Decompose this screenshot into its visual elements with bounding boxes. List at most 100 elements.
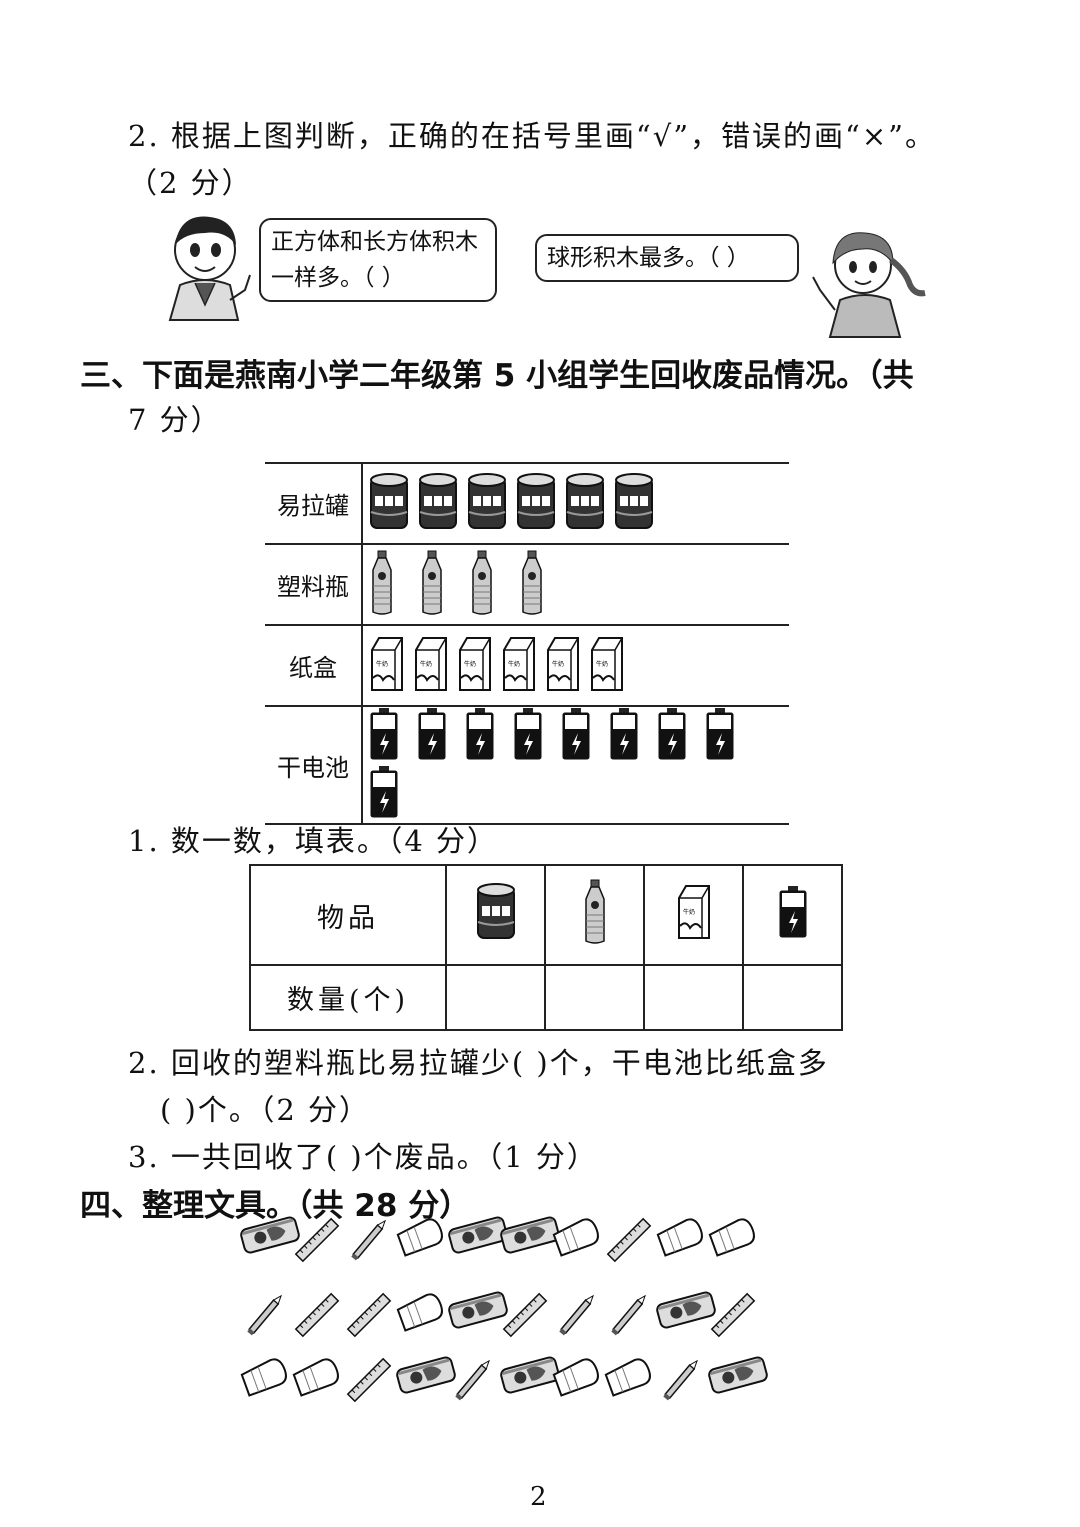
section-3-question-2-line2: ( )个。（2 分） — [160, 1093, 371, 1127]
header-bottle-icon — [544, 864, 645, 966]
svg-text:牛奶: 牛奶 — [596, 660, 608, 668]
bottle-icon — [419, 550, 445, 620]
battery-icon — [609, 707, 639, 765]
pencil-case-icon — [708, 1355, 768, 1399]
ruler-icon — [344, 1290, 394, 1344]
svg-text:牛奶: 牛奶 — [683, 908, 695, 916]
count-table-header: 物品 — [249, 864, 447, 966]
header-carton-icon: 牛奶 — [643, 864, 744, 966]
label-cartons: 纸盒 — [265, 624, 363, 707]
carton-icon: 牛奶 — [545, 636, 581, 696]
bottle-icon — [369, 550, 395, 620]
svg-text:牛奶: 牛奶 — [464, 660, 476, 668]
pencil-icon — [604, 1290, 654, 1344]
battery-icon — [657, 707, 687, 765]
eraser-icon — [396, 1290, 446, 1338]
section-3-title-line2: 7 分） — [128, 403, 222, 437]
ruler-icon — [292, 1215, 342, 1269]
battery-icon — [369, 765, 399, 823]
pencil-icon — [344, 1215, 394, 1269]
pictograph-row-bottles: 塑料瓶 — [265, 543, 789, 626]
header-can-icon — [445, 864, 546, 966]
bottle-icons — [362, 543, 789, 626]
pencil-case-icon — [500, 1215, 560, 1259]
bottle-icon — [469, 550, 495, 620]
carton-icon: 牛奶 — [589, 636, 625, 696]
eraser-icon — [656, 1215, 706, 1263]
pencil-icon — [240, 1290, 290, 1344]
eraser-icon — [708, 1215, 758, 1263]
pencil-case-icon — [396, 1355, 456, 1399]
battery-icon — [417, 707, 447, 765]
section-3-title-line1: 三、下面是燕南小学二年级第 5 小组学生回收废品情况。（共 — [80, 358, 914, 394]
bottle-icon — [519, 550, 545, 620]
ruler-icon — [708, 1290, 758, 1344]
count-table-row-label: 数量(个) — [249, 964, 447, 1031]
carton-icon: 牛奶 — [457, 636, 493, 696]
carton-icon: 牛奶 — [369, 636, 405, 696]
pencil-case-icon — [448, 1215, 508, 1259]
ruler-icon — [292, 1290, 342, 1344]
recycling-pictograph: 易拉罐 塑料瓶 纸盒 牛奶 牛奶 牛奶 牛奶 牛奶 牛奶 干电池 — [265, 462, 789, 825]
label-batteries: 干电池 — [265, 705, 363, 825]
count-table: 物品 牛奶 数量(个) — [249, 864, 843, 1031]
battery-icons — [362, 705, 789, 825]
section-3-question-3: 3. 一共回收了( )个废品。（1 分） — [128, 1140, 598, 1174]
answer-cell-bottles[interactable] — [544, 964, 645, 1031]
eraser-icon — [292, 1355, 342, 1403]
svg-text:牛奶: 牛奶 — [420, 660, 432, 668]
pencil-icon — [656, 1355, 706, 1409]
can-icon — [418, 472, 458, 536]
boy-illustration — [168, 216, 251, 321]
question-2-line1: 2. 根据上图判断，正确的在括号里画“√”，错误的画“×”。 — [128, 119, 936, 153]
girl-speech-bubble: 球形积木最多。（ ） — [535, 234, 799, 282]
question-2-line2: （2 分） — [128, 166, 253, 200]
section-3-question-2-line1: 2. 回收的塑料瓶比易拉罐少( )个，干电池比纸盒多 — [128, 1046, 829, 1080]
girl-illustration — [812, 232, 926, 338]
svg-text:牛奶: 牛奶 — [508, 660, 520, 668]
battery-icon — [369, 707, 399, 765]
ruler-icon — [500, 1290, 550, 1344]
pictograph-row-cartons: 纸盒 牛奶 牛奶 牛奶 牛奶 牛奶 牛奶 — [265, 624, 789, 707]
answer-cell-batteries[interactable] — [742, 964, 843, 1031]
section-4-title: 四、整理文具。（共 28 分） — [80, 1188, 471, 1224]
pencil-icon — [448, 1355, 498, 1409]
pencil-icon — [552, 1290, 602, 1344]
can-icon — [369, 472, 409, 536]
ruler-icon — [344, 1355, 394, 1409]
battery-icon — [465, 707, 495, 765]
can-icon — [516, 472, 556, 536]
eraser-icon — [396, 1215, 446, 1263]
carton-icons: 牛奶 牛奶 牛奶 牛奶 牛奶 牛奶 — [362, 624, 789, 707]
eraser-icon — [240, 1355, 290, 1403]
pencil-case-icon — [448, 1290, 508, 1334]
page-number: 2 — [530, 1482, 547, 1512]
pencil-case-icon — [500, 1355, 560, 1399]
pictograph-row-cans: 易拉罐 — [265, 462, 789, 545]
svg-text:牛奶: 牛奶 — [376, 660, 388, 668]
eraser-icon — [552, 1215, 602, 1263]
carton-icon: 牛奶 — [501, 636, 537, 696]
answer-cell-cans[interactable] — [445, 964, 546, 1031]
can-icons — [362, 462, 789, 545]
boy-speech-bubble: 正方体和长方体积木一样多。（ ） — [259, 218, 497, 302]
battery-icon — [561, 707, 591, 765]
eraser-icon — [552, 1355, 602, 1403]
pencil-case-icon — [240, 1215, 300, 1259]
ruler-icon — [604, 1215, 654, 1269]
can-icon — [565, 472, 605, 536]
label-bottles: 塑料瓶 — [265, 543, 363, 626]
eraser-icon — [604, 1355, 654, 1403]
pencil-case-icon — [656, 1290, 716, 1334]
svg-text:牛奶: 牛奶 — [552, 660, 564, 668]
can-icon — [614, 472, 654, 536]
answer-cell-cartons[interactable] — [643, 964, 744, 1031]
label-cans: 易拉罐 — [265, 462, 363, 545]
header-battery-icon — [742, 864, 843, 966]
can-icon — [467, 472, 507, 536]
pictograph-row-batteries: 干电池 — [265, 705, 789, 825]
battery-icon — [513, 707, 543, 765]
section-3-question-1: 1. 数一数，填表。（4 分） — [128, 824, 499, 858]
carton-icon: 牛奶 — [413, 636, 449, 696]
battery-icon — [705, 707, 735, 765]
